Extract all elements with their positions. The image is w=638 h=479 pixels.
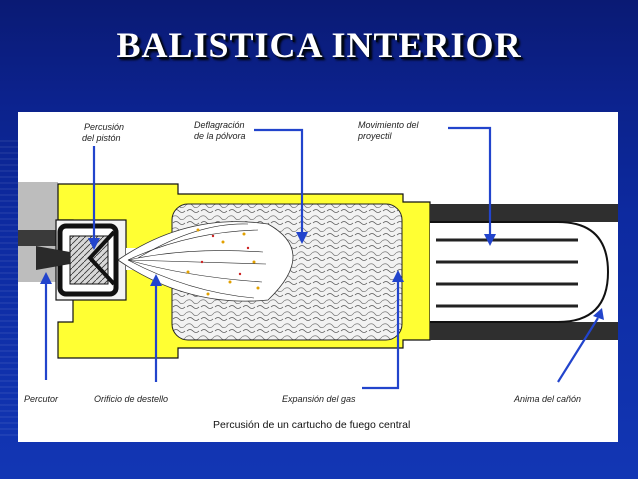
arrow-heads — [40, 232, 604, 320]
decorative-stripes — [0, 140, 20, 440]
label-percusion-1: Percusión — [84, 122, 124, 132]
label-expansion: Expansión del gas — [282, 394, 356, 404]
arrow-deflagracion — [254, 128, 304, 236]
diagram-caption: Percusión de un cartucho de fuego centra… — [213, 419, 410, 431]
slide-title: BALISTICA INTERIOR — [116, 25, 522, 65]
powder-embers — [200, 234, 250, 276]
arrow-movimiento — [448, 126, 492, 238]
label-movimiento-2: proyectil — [357, 131, 393, 141]
label-anima: Anima del cañón — [513, 394, 581, 404]
anvil — [87, 230, 116, 286]
rifling-lines — [436, 238, 578, 308]
firing-pin-tip — [36, 246, 70, 270]
arrows — [44, 126, 599, 390]
firing-pin-shaft — [18, 230, 58, 246]
label-movimiento-1: Movimiento del — [358, 120, 420, 130]
label-orificio: Orificio de destello — [94, 394, 168, 404]
label-percusion-2: del pistón — [82, 133, 121, 143]
cartridge-diagram: Percusión del pistón Deflagración de la … — [18, 120, 618, 431]
arrow-expansion — [362, 278, 400, 390]
title-band — [0, 0, 638, 110]
diagram-panel: Percusión del pistón Deflagración de la … — [18, 112, 618, 442]
label-percutor: Percutor — [24, 394, 59, 404]
label-deflagracion-1: Deflagración — [194, 120, 245, 130]
label-deflagracion-2: de la pólvora — [194, 131, 246, 141]
powder-sparks — [186, 228, 260, 296]
projectile — [430, 221, 610, 323]
flame-streaks — [127, 223, 267, 299]
arrow-anima — [557, 317, 599, 383]
